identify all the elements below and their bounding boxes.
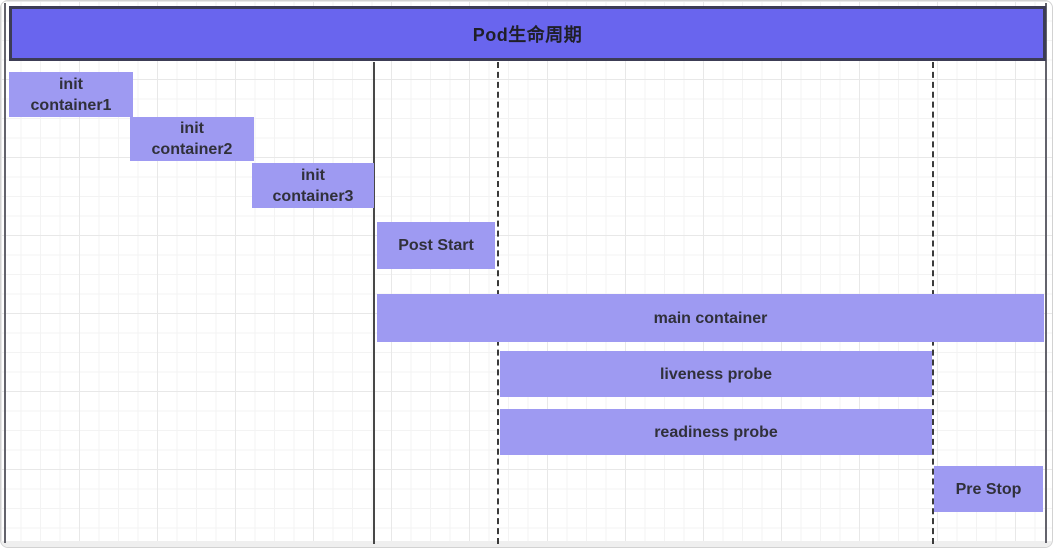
solid-divider-line	[373, 62, 375, 544]
canvas-bottom-edge	[1, 541, 1052, 547]
diagram-title-bar: Pod生命周期	[9, 6, 1046, 61]
pre-stop-bar: Pre Stop	[934, 466, 1043, 512]
init-container1-bar: init container1	[9, 72, 133, 117]
post-start-bar: Post Start	[377, 222, 495, 269]
main-container-bar: main container	[377, 294, 1044, 342]
left-frame-line	[4, 3, 6, 543]
diagram-title: Pod生命周期	[472, 24, 583, 45]
readiness-probe-bar: readiness probe	[500, 409, 932, 455]
liveness-probe-bar: liveness probe	[500, 351, 932, 397]
init-container2-bar: init container2	[130, 117, 254, 161]
init-container3-bar: init container3	[252, 163, 374, 208]
right-frame-line	[1045, 3, 1047, 543]
